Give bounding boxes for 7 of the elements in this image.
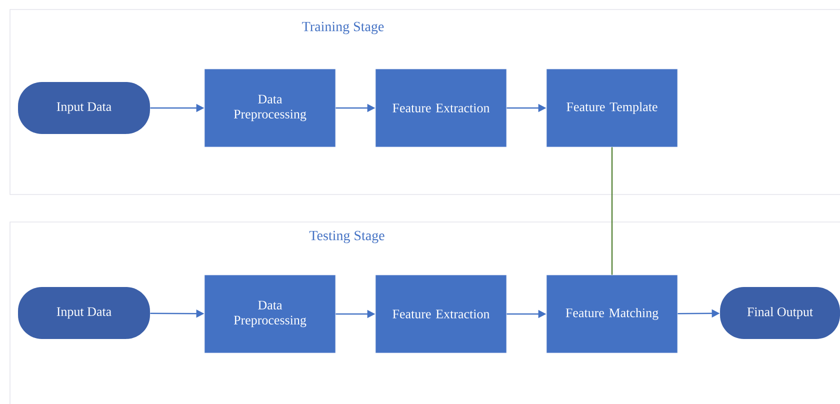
process-box: Feature Template bbox=[546, 68, 678, 148]
connector-line bbox=[611, 147, 613, 275]
process-box: Data Preprocessing bbox=[204, 68, 336, 148]
process-box: Feature Matching bbox=[546, 274, 678, 354]
process-box: Data Preprocessing bbox=[204, 274, 336, 354]
process-box: Feature Extraction bbox=[375, 68, 507, 148]
process-box: Feature Extraction bbox=[375, 274, 507, 354]
